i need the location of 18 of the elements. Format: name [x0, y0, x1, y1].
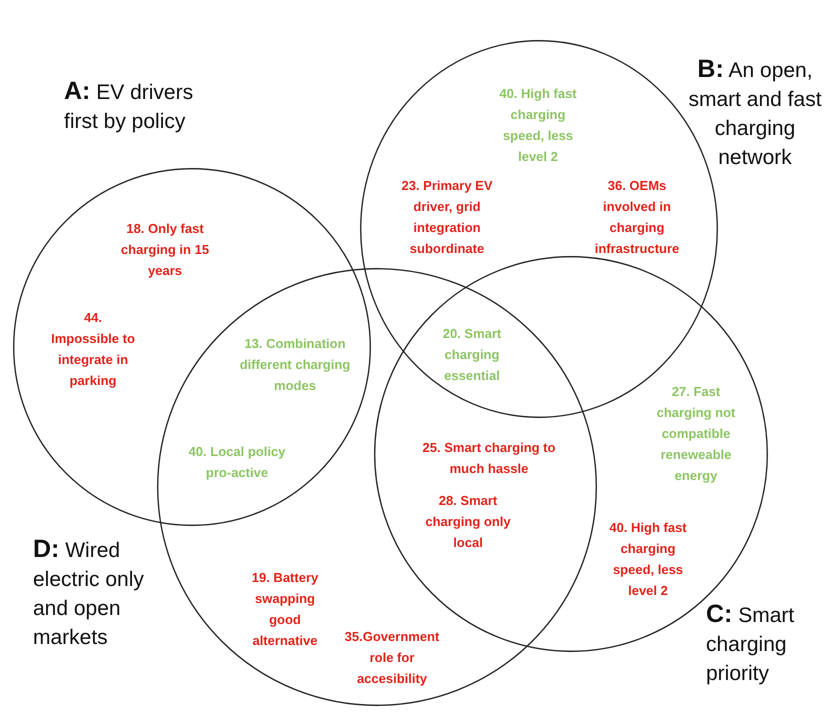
statement-text: 40. Local policy pro-active: [188, 443, 286, 482]
set-heading: D: Wired electric only and open markets: [33, 535, 145, 651]
set-heading: C: Smart charging priority: [706, 600, 796, 687]
set-heading: B: An open, smart and fast charging network: [687, 55, 823, 171]
statement-text: 35.Government role for accesibility: [344, 628, 440, 688]
statement-text: 19. Battery swapping good alternative: [250, 569, 320, 650]
statement-text: 23. Primary EV driver, grid integration subordinate: [400, 177, 494, 258]
statement-text: 25. Smart charging to much hassle: [422, 439, 556, 478]
statement-text: 27. Fast charging not compatible reneweable energy: [656, 383, 736, 485]
statement-text: 28. Smart charging only local: [424, 492, 512, 552]
statement-text: 40. High fast charging speed, less level 2: [498, 85, 578, 166]
statement-text: 13. Combination different charging modes: [238, 335, 352, 395]
statement-text: 18. Only fast charging in 15 years: [120, 220, 210, 280]
set-heading: A: EV drivers first by policy: [64, 77, 194, 135]
statement-text: 20. Smart charging essential: [442, 325, 502, 385]
statement-text: 44. Impossible to integrate in parking: [50, 309, 136, 390]
statement-text: 36. OEMs involved in charging infrastructure: [594, 177, 680, 258]
statement-text: 40. High fast charging speed, less level 2: [608, 519, 688, 600]
